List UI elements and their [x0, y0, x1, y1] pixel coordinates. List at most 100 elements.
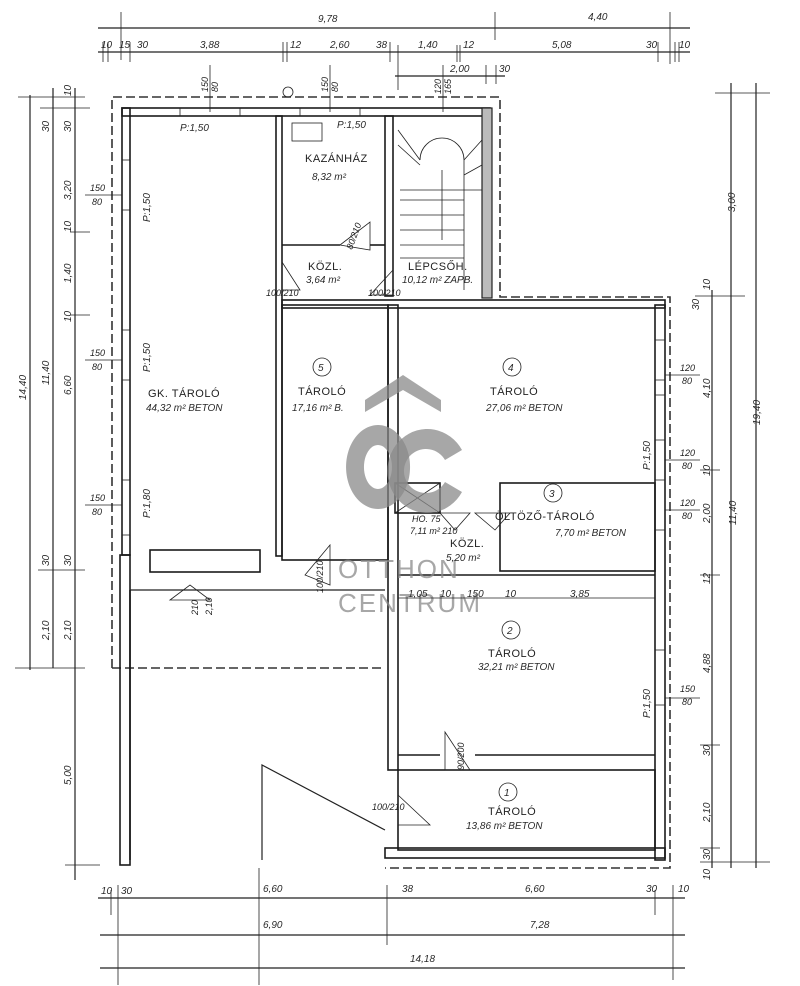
dim: 30 — [121, 886, 133, 897]
dim: 10 — [678, 884, 690, 895]
dim: 80 — [92, 197, 102, 207]
room-name: KAZÁNHÁZ — [305, 152, 368, 165]
room-area: 5,20 m² — [446, 553, 481, 564]
dim: 6,60 — [263, 884, 283, 895]
right-dimensions: 3,00 19,40 11,40 10 30 4,10 10 2,00 12 4… — [680, 192, 763, 880]
room-name: TÁROLÓ — [490, 385, 538, 398]
room-name: KÖZL. — [308, 261, 342, 273]
otthon-centrum-watermark: OTTHON CENTRUM — [338, 375, 482, 618]
dim: 80 — [682, 376, 692, 386]
room-area: 7,11 m² 210 — [410, 526, 457, 536]
parapet-label: P:1,50 — [142, 193, 153, 222]
room-area: 17,16 m² B. — [292, 403, 344, 414]
door-label: 90/200 — [456, 742, 466, 770]
dim: 150 — [200, 77, 210, 92]
room-name: HO. 75 — [412, 514, 442, 524]
dim: 10 — [679, 40, 691, 51]
room-2-tarolo: 2 TÁROLÓ 32,21 m² BETON — [478, 620, 555, 673]
room-4-tarolo: 4 TÁROLÓ 27,06 m² BETON — [485, 357, 563, 414]
dim: 10 — [505, 589, 517, 600]
dim: 38 — [376, 40, 388, 51]
room-name: ÖLTÖZŐ-TÁROLÓ — [495, 509, 595, 523]
bottom-dimensions: 10 30 6,60 38 6,60 30 10 6,90 7,28 14,18 — [101, 884, 690, 965]
watermark-line2: CENTRUM — [338, 588, 482, 618]
room-name: LÉPCSŐH. — [408, 259, 468, 273]
parapet-label: P:1,50 — [180, 123, 209, 134]
dim: 30 — [63, 554, 74, 566]
dim: 3,00 — [727, 192, 738, 212]
parapet-label: P:1,50 — [642, 689, 653, 718]
dim: 4,10 — [702, 378, 713, 398]
parapet-label: P:1,50 — [642, 441, 653, 470]
dim: 80 — [330, 82, 340, 92]
dim: 6,60 — [63, 375, 74, 395]
dim: 30 — [63, 120, 74, 132]
dim: 30 — [702, 848, 713, 860]
dim: 2,00 — [702, 503, 713, 524]
dim: 15 — [119, 40, 131, 51]
dim: 5,08 — [552, 40, 572, 51]
dim: 3,88 — [200, 40, 220, 51]
room-name: TÁROLÓ — [488, 805, 536, 818]
dim: 10 — [702, 868, 713, 880]
dim: 120 — [680, 448, 695, 458]
dim: 9,78 — [318, 14, 338, 25]
walls — [119, 107, 666, 866]
dim: 1,40 — [418, 40, 438, 51]
dim: 80 — [682, 461, 692, 471]
door-label: 100/210 — [372, 802, 405, 812]
dim: 80 — [682, 511, 692, 521]
room-number: 3 — [549, 489, 555, 500]
room-number: 5 — [318, 363, 324, 374]
left-dimensions: 14,40 11,40 6,60 10 30 30 3,20 10 1,40 1… — [18, 84, 105, 785]
parapet-label: P:1,80 — [142, 489, 153, 518]
dim: 2,00 — [449, 64, 470, 75]
parapet-label: P:1,50 — [337, 120, 366, 131]
dim: 80 — [210, 82, 220, 92]
dim: 150 — [467, 589, 484, 600]
room-number: 2 — [506, 626, 513, 637]
dim: 120 — [680, 363, 695, 373]
room-area: 7,70 m² BETON — [555, 528, 627, 539]
dim: 19,40 — [752, 400, 763, 425]
room-lepcsohaz: LÉPCSŐH. 10,12 m² ZAPB. — [402, 259, 473, 286]
dim: 11,40 — [41, 360, 52, 385]
door-label: 100/210 — [315, 560, 325, 593]
dim: 3,20 — [63, 180, 74, 200]
door-swings — [168, 221, 511, 826]
dim: 30 — [41, 120, 52, 132]
dim: 3,85 — [570, 589, 590, 600]
dim: 6,60 — [525, 884, 545, 895]
dim: 30 — [702, 744, 713, 756]
room-1-tarolo: 1 TÁROLÓ 13,86 m² BETON — [466, 782, 543, 832]
dim: 80 — [92, 507, 102, 517]
room-3-oltozo-tarolo: 3 ÖLTÖZŐ-TÁROLÓ 7,70 m² BETON — [495, 483, 627, 539]
dim: 1,05 — [408, 589, 428, 600]
dim: 30 — [137, 40, 149, 51]
room-area: 13,86 m² BETON — [466, 821, 543, 832]
dim: 165 — [443, 78, 453, 94]
dim: 14,18 — [410, 954, 435, 965]
dim: 12 — [702, 572, 713, 584]
room-kozl-2: KÖZL. 5,20 m² — [446, 538, 484, 564]
dim: 30 — [691, 298, 702, 310]
room-area: 27,06 m² BETON — [485, 403, 563, 414]
door-label: 210 — [190, 600, 200, 616]
dim: 5,00 — [63, 765, 74, 785]
dim: 120 — [433, 79, 443, 94]
dim: 4,88 — [702, 653, 713, 673]
room-5-tarolo: 5 TÁROLÓ 17,16 m² B. — [292, 357, 346, 414]
room-ho: HO. 75 7,11 m² 210 — [410, 514, 457, 536]
building-outline — [111, 96, 671, 869]
dim: 2,10 — [702, 802, 713, 823]
dim: 150 — [90, 183, 105, 193]
room-area: 8,32 m² — [312, 172, 347, 183]
dim: 10 — [101, 886, 113, 897]
dim: 10 — [63, 310, 74, 322]
room-gk-tarolo: GK. TÁROLÓ 44,32 m² BETON — [146, 387, 223, 414]
parapet-labels: P:1,50 P:1,50 P:1,50 P:1,50 P:1,80 P:1,5… — [142, 120, 653, 718]
door-label: 2,10 — [204, 597, 214, 616]
dim: 10 — [440, 589, 452, 600]
room-area: 44,32 m² BETON — [146, 403, 223, 414]
